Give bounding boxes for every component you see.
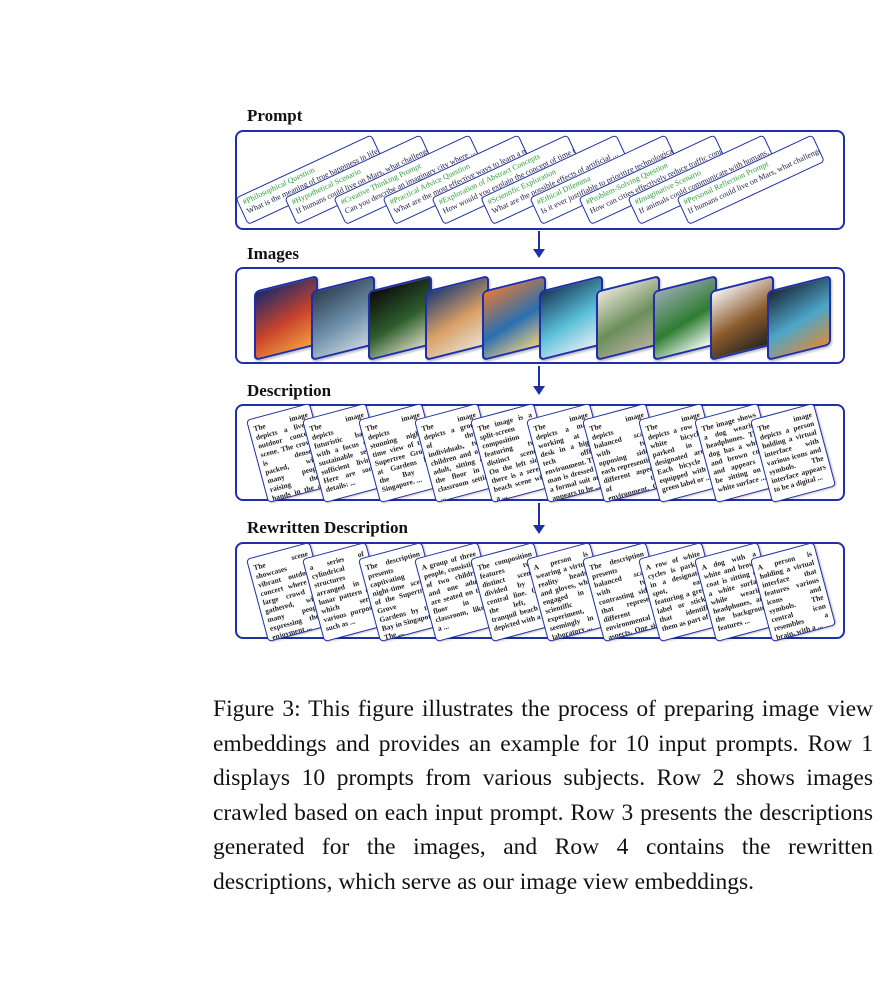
description-section-title: Description <box>247 381 332 400</box>
rewritten-section-title: Rewritten Description <box>247 518 408 537</box>
arrowhead-images-to-description <box>533 386 545 395</box>
arrow-images-to-description <box>538 366 540 388</box>
arrow-prompt-to-images <box>538 231 540 251</box>
prompt-section-title: Prompt <box>247 106 303 125</box>
arrowhead-description-to-rewritten <box>533 525 545 534</box>
arrowhead-prompt-to-images <box>533 249 545 258</box>
images-section-title: Images <box>247 244 299 263</box>
arrow-description-to-rewritten <box>538 503 540 527</box>
figure-caption: Figure 3: This figure illustrates the pr… <box>213 696 873 895</box>
